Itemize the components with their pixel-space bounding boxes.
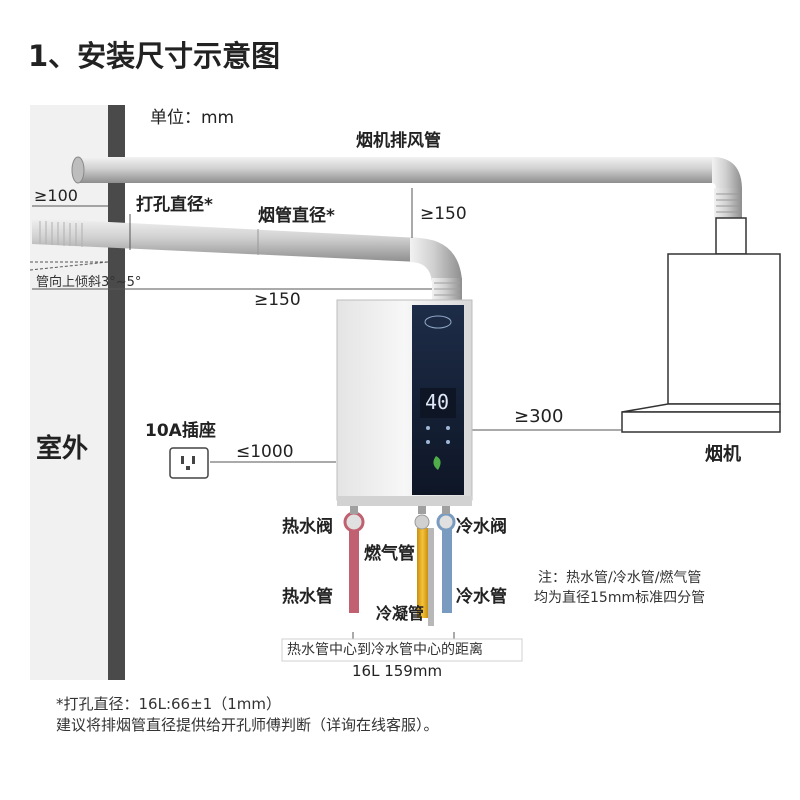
wall (108, 105, 125, 680)
heater-leaf-icon (433, 456, 441, 470)
gas-pipe-label: 燃气管 (364, 544, 415, 564)
flue-diameter-label: 烟管直径* (258, 206, 335, 226)
socket-icon (169, 447, 209, 479)
heater-display (420, 388, 456, 418)
above-gap-dimension: ≥150 (420, 204, 467, 224)
exhaust-pipe-label: 烟机排风管 (356, 131, 441, 151)
drill-diameter-label: 打孔直径* (136, 195, 213, 215)
pipe-spacing-value: 16L 159mm (352, 662, 443, 680)
unit-label: 单位：mm (150, 108, 235, 128)
page-title: 1、安装尺寸示意图 (28, 39, 281, 73)
hot-valve-label: 热水阀 (282, 517, 333, 537)
pipe-spacing-box (281, 638, 523, 662)
wall-overhang-dimension: ≥100 (34, 186, 78, 205)
heater-logo (424, 315, 452, 329)
footnote-line-1: *打孔直径：16L:66±1（1mm） (56, 695, 281, 713)
flue-pipe (32, 218, 462, 300)
hood-gap-dimension: ≥300 (514, 406, 564, 427)
valve-connectors (350, 506, 450, 514)
gas-pipe (414, 514, 430, 618)
hot-water-pipe (343, 511, 365, 613)
footnote-line-2: 建议将排烟管直径提供给开孔师傅判断（详询在线客服）。 (56, 716, 439, 734)
heater-display-value: 40 (425, 390, 450, 414)
cold-pipe-label: 冷水管 (456, 587, 507, 607)
pipe-tilt-label: 管向上倾斜3°~5° (36, 275, 142, 290)
side-gap-dimension: ≥150 (254, 290, 301, 310)
outdoor-wall-surface (30, 105, 108, 680)
cold-water-pipe (436, 512, 456, 613)
note-line-2: 均为直径15mm标准四分管 (534, 590, 706, 606)
dimension-lines (29, 188, 622, 640)
pipe-spacing-caption: 热水管中心到冷水管中心的距离 (287, 642, 483, 658)
cold-valve-label: 冷水阀 (456, 517, 507, 537)
range-hood (621, 217, 781, 433)
socket-distance-dimension: ≤1000 (236, 442, 294, 462)
socket-label: 10A插座 (145, 421, 216, 441)
heater-buttons (426, 426, 450, 444)
outdoor-label: 室外 (36, 434, 89, 464)
range-hood-label: 烟机 (705, 444, 741, 465)
condensate-pipe-label: 冷凝管 (376, 604, 425, 623)
condensate-pipe (428, 528, 434, 626)
hot-pipe-label: 热水管 (282, 587, 333, 607)
note-line-1: 注：热水管/冷水管/燃气管 (538, 570, 702, 586)
range-hood-exhaust-pipe (71, 156, 742, 218)
